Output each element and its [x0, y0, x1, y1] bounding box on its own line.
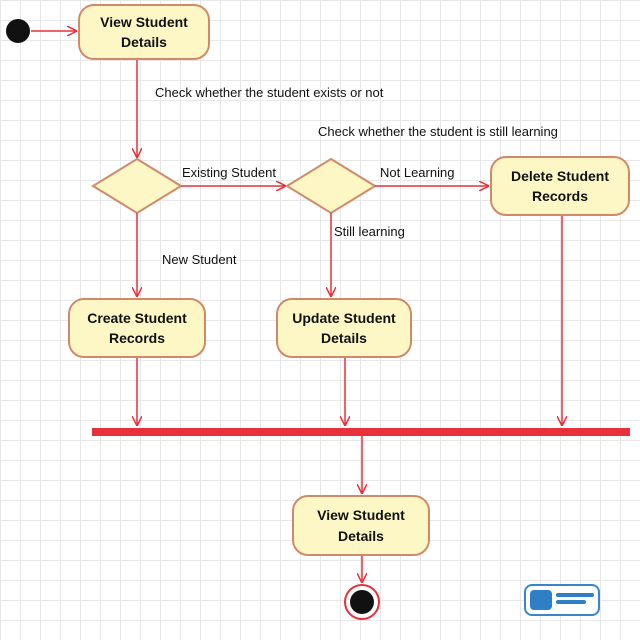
decision-student-exists — [91, 157, 183, 215]
join-bar — [92, 428, 630, 436]
action-update-student-details: Update Student Details — [276, 298, 412, 358]
label-existing-student: Existing Student — [182, 165, 276, 180]
action-delete-student-records: Delete Student Records — [490, 156, 630, 216]
decision-still-learning — [285, 157, 377, 215]
logo-wordmark — [556, 593, 594, 607]
action-create-student-records: Create Student Records — [68, 298, 206, 358]
action-view-student-details-top: View Student Details — [78, 4, 210, 60]
site-logo — [524, 584, 600, 616]
start-node — [6, 19, 30, 43]
label-check-exists: Check whether the student exists or not — [155, 85, 384, 100]
logo-mark-icon — [530, 590, 552, 610]
action-view-student-details-bottom: View Student Details — [292, 495, 430, 556]
label-still-learning: Still learning — [334, 224, 405, 239]
label-not-learning: Not Learning — [380, 165, 455, 180]
label-new-student: New Student — [162, 252, 237, 267]
end-node-core — [350, 590, 374, 614]
label-check-learning: Check whether the student is still learn… — [318, 124, 558, 139]
